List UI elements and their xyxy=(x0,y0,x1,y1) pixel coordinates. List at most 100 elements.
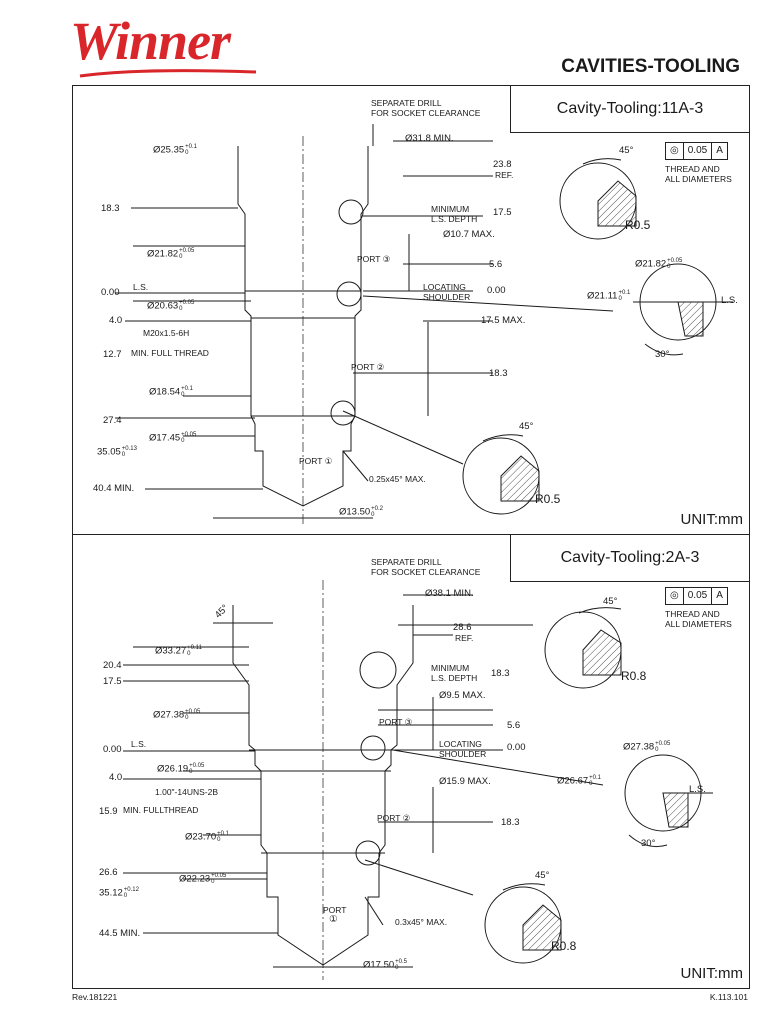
drill-note-line1: SEPARATE DRILL xyxy=(371,557,442,567)
port-2-label: PORT ② xyxy=(377,813,411,823)
dim-15-9: 15.9 xyxy=(99,806,118,817)
port-3-label: PORT ③ xyxy=(379,717,413,727)
detail-b-angle: 30° xyxy=(655,349,670,360)
dim-5-6: 5.6 xyxy=(489,259,503,270)
full-thread-label: MIN. FULLTHREAD xyxy=(123,805,199,815)
port-1-label: PORT xyxy=(323,905,347,915)
ls-zero-right: 0.00 xyxy=(507,742,526,753)
revision-label: Rev.181221 xyxy=(72,992,118,1002)
dim-17-5-max: 17.5 MAX. xyxy=(481,315,526,326)
winner-logo: Winner xyxy=(70,11,231,71)
detail-c-angle: 45° xyxy=(519,421,534,432)
page-title: CAVITIES-TOOLING xyxy=(561,56,740,77)
dim-12-7: 12.7 xyxy=(103,349,122,360)
dim-17-5: 17.5 xyxy=(103,676,122,687)
thread-note-line1: THREAD AND xyxy=(665,609,720,619)
panel-title: Cavity-Tooling:11A-3 xyxy=(510,85,750,133)
dim-4-0: 4.0 xyxy=(109,772,123,783)
concentricity-frame: ◎ 0.05 A xyxy=(665,142,728,160)
thread-note-line2: ALL DIAMETERS xyxy=(665,619,732,629)
locating-label: LOCATING xyxy=(439,739,482,749)
document-code: K.113.101 xyxy=(709,992,748,1002)
ls-depth-label: L.S. DEPTH xyxy=(431,214,478,224)
detail-c-angle: 45° xyxy=(535,870,550,881)
detail-b-angle: 30° xyxy=(641,838,656,849)
dim-ref-label: REF. xyxy=(495,170,514,180)
detail-b-ls: L.S. xyxy=(721,295,738,306)
dim-ref-value: 23.8 xyxy=(493,159,512,170)
port-3-label: PORT ③ xyxy=(357,254,391,264)
dim-d10-7: Ø10.7 MAX. xyxy=(443,229,495,240)
detail-c-radius: R0.8 xyxy=(551,939,577,953)
ls-zero-right: 0.00 xyxy=(487,285,506,296)
dim-socket-min: Ø31.8 MIN. xyxy=(405,133,454,144)
panel-cavity-11a-3: Cavity-Tooling:11A-3 UNIT:mm xyxy=(72,85,750,535)
detail-a-angle: 45° xyxy=(619,145,634,156)
concentricity-icon: ◎ xyxy=(666,143,684,159)
dim-18-3: 18.3 xyxy=(101,203,120,214)
chamfer-note: 0.3x45° MAX. xyxy=(395,917,448,927)
dim-ref-label: REF. xyxy=(455,633,474,643)
dim-d15-9: Ø15.9 MAX. xyxy=(439,776,491,787)
ls-left-label: L.S. xyxy=(133,282,149,292)
shoulder-label: SHOULDER xyxy=(439,749,487,759)
drill-note-line2: FOR SOCKET CLEARANCE xyxy=(371,567,481,577)
cavity-drawing xyxy=(115,124,733,526)
logo-swoosh-icon xyxy=(79,69,257,78)
ls-zero-left: 0.00 xyxy=(103,744,122,755)
drill-note-line1: SEPARATE DRILL xyxy=(371,98,442,108)
detail-a-angle: 45° xyxy=(603,596,618,607)
port-1-label: PORT ① xyxy=(299,456,333,466)
concentricity-icon: ◎ xyxy=(666,588,684,604)
drill-note-line2: FOR SOCKET CLEARANCE xyxy=(371,108,481,118)
thread-spec: 1.00"-14UNS-2B xyxy=(155,787,219,797)
cavity-drawing xyxy=(123,580,713,980)
dim-ref-value: 28.6 xyxy=(453,622,472,633)
concentricity-frame: ◎ 0.05 A xyxy=(665,587,728,605)
thread-note-line2: ALL DIAMETERS xyxy=(665,174,732,184)
chamfer-note: 0.25x45° MAX. xyxy=(369,474,426,484)
unit-label: UNIT:mm xyxy=(680,965,744,982)
ls-zero-left: 0.00 xyxy=(101,287,120,298)
full-thread-label: MIN. FULL THREAD xyxy=(131,348,209,358)
dim-44-5: 44.5 MIN. xyxy=(99,928,141,939)
unit-label: UNIT:mm xyxy=(680,511,744,528)
thread-spec: M20x1.5-6H xyxy=(143,328,190,338)
dim-40-4: 40.4 MIN. xyxy=(93,483,135,494)
port-1-number: ① xyxy=(329,914,338,925)
detail-b-ls: L.S. xyxy=(689,784,706,795)
port-2-label: PORT ② xyxy=(351,362,385,372)
thread-note-line1: THREAD AND xyxy=(665,164,720,174)
locating-label: LOCATING xyxy=(423,282,466,292)
shoulder-label: SHOULDER xyxy=(423,292,471,302)
minimum-label: MINIMUM xyxy=(431,663,470,673)
dim-socket-min: Ø38.1 MIN. xyxy=(425,588,474,599)
dim-18-3-right: 18.3 xyxy=(489,368,508,379)
ls-depth-value: 17.5 xyxy=(493,207,512,218)
minimum-label: MINIMUM xyxy=(431,204,470,214)
ls-depth-label: L.S. DEPTH xyxy=(431,673,478,683)
dim-18-3-right: 18.3 xyxy=(501,817,520,828)
ls-depth-value: 18.3 xyxy=(491,668,510,679)
dim-26-6: 26.6 xyxy=(99,867,118,878)
detail-c-radius: R0.5 xyxy=(535,492,561,506)
dim-5-6: 5.6 xyxy=(507,720,521,731)
dim-20-4: 20.4 xyxy=(103,660,122,671)
